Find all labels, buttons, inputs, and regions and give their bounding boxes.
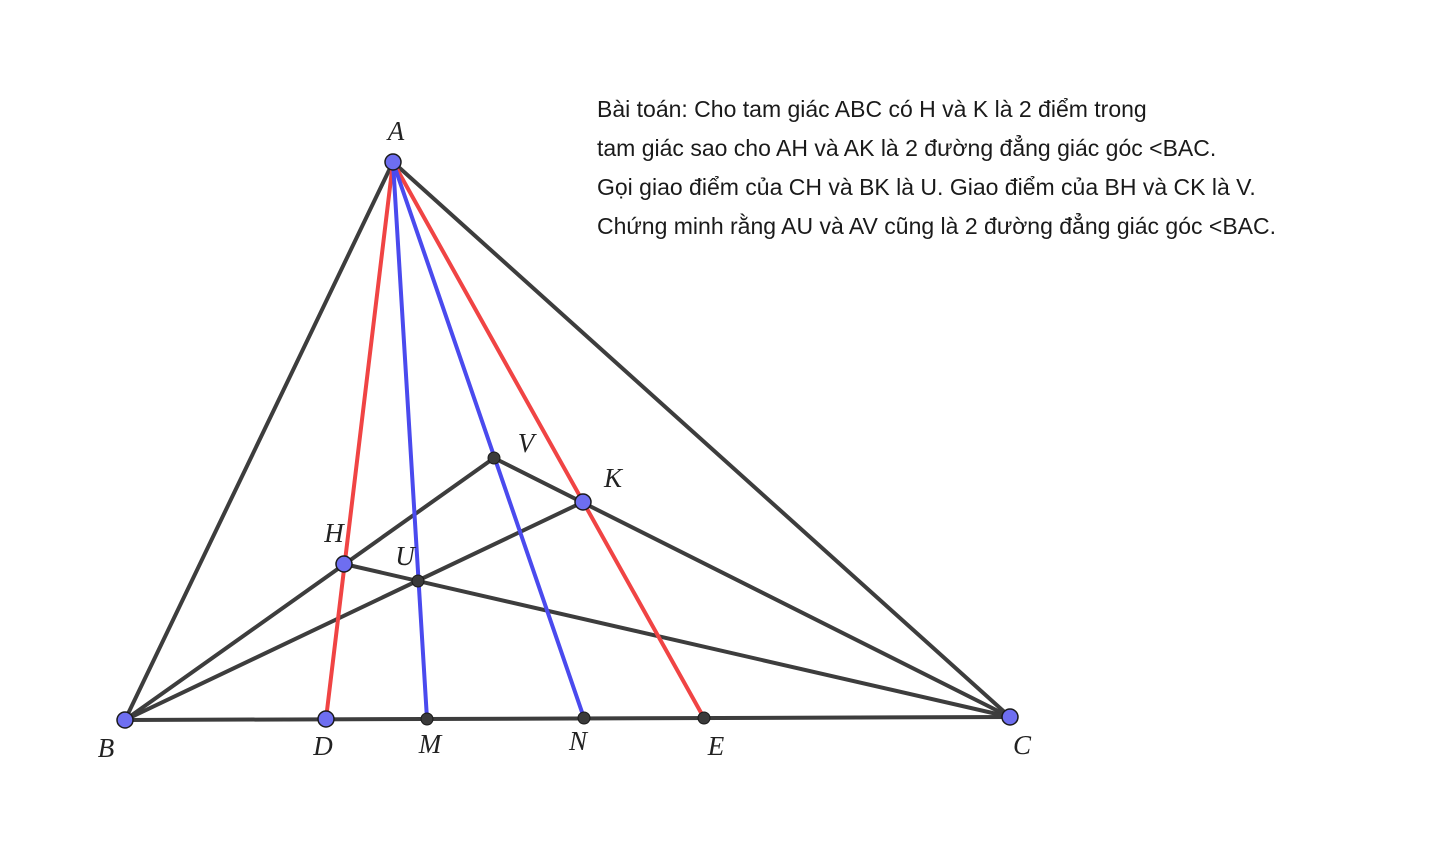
point-n[interactable] <box>577 711 591 725</box>
labels-layer: A B C H K D U V M N E <box>98 116 1032 763</box>
label-e: E <box>707 731 725 761</box>
point-k[interactable] <box>574 493 592 511</box>
segments-layer <box>123 160 1012 722</box>
point-h[interactable] <box>335 555 353 573</box>
problem-line-3: Gọi giao điểm của CH và BK là U. Giao đi… <box>597 174 1256 200</box>
segment-ab <box>123 160 395 722</box>
segment-an <box>391 160 586 720</box>
problem-line-2: tam giác sao cho AH và AK là 2 đường đẳn… <box>597 135 1217 161</box>
segment-bk <box>123 500 585 722</box>
problem-line-1: Bài toán: Cho tam giác ABC có H và K là … <box>597 96 1147 122</box>
label-k: K <box>603 463 624 493</box>
segment-hc <box>342 562 1012 719</box>
segment-bc <box>123 715 1012 722</box>
point-m[interactable] <box>420 712 434 726</box>
label-a: A <box>386 116 405 146</box>
point-b[interactable] <box>116 711 134 729</box>
point-v[interactable] <box>487 451 501 465</box>
segment-ae <box>391 160 706 720</box>
point-a[interactable] <box>384 153 402 171</box>
point-d[interactable] <box>317 710 335 728</box>
point-u[interactable] <box>411 574 425 588</box>
segment-ac <box>391 160 1012 719</box>
segment-ad <box>324 160 395 721</box>
points-layer <box>116 153 1019 729</box>
label-b: B <box>98 733 115 763</box>
label-c: C <box>1013 730 1032 760</box>
problem-line-4: Chứng minh rằng AU và AV cũng là 2 đường… <box>597 213 1276 239</box>
point-e[interactable] <box>697 711 711 725</box>
problem-statement: Bài toán: Cho tam giác ABC có H và K là … <box>597 90 1417 246</box>
label-v: V <box>518 428 538 458</box>
segment-bv <box>123 456 496 722</box>
segment-am <box>391 160 429 721</box>
label-u: U <box>395 541 416 571</box>
label-m: M <box>418 729 443 759</box>
label-d: D <box>312 731 333 761</box>
label-n: N <box>568 726 589 756</box>
label-h: H <box>323 518 345 548</box>
point-c[interactable] <box>1001 708 1019 726</box>
